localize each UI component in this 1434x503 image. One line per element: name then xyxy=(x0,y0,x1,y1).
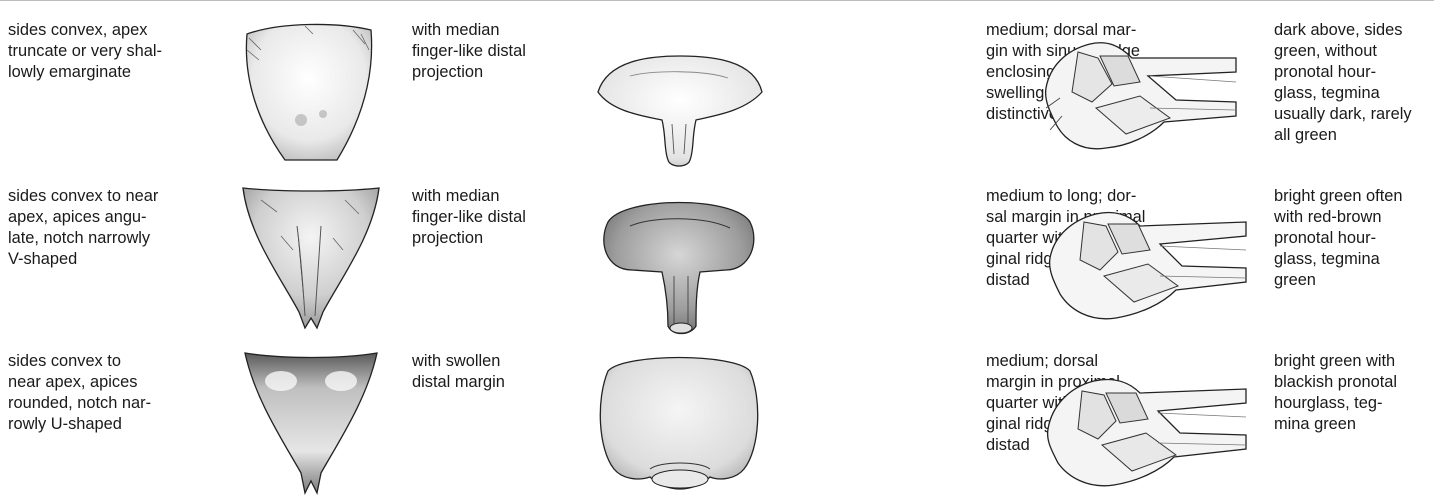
table-row: sides convex, apex truncate or very shal… xyxy=(0,12,1434,172)
projection-description: with median finger-like distal projectio… xyxy=(412,186,526,249)
body-illustration-dark xyxy=(1000,12,1238,172)
coloration-description: dark above, sides green, without pronota… xyxy=(1274,20,1412,146)
apex-description: sides convex to near apex, apices rounde… xyxy=(8,351,151,435)
apex-description: sides convex, apex truncate or very shal… xyxy=(8,20,162,83)
body-illustration-bright-green-black xyxy=(1010,343,1248,503)
table-row: sides convex to near apex, apices angu- … xyxy=(0,178,1434,338)
epiproct-illustration-mottled xyxy=(594,186,764,338)
coloration-description: bright green often with red-brown pronot… xyxy=(1274,186,1402,291)
coloration-description: bright green with blackish pronotal hour… xyxy=(1274,351,1397,435)
subgenital-plate-illustration-truncate xyxy=(241,20,381,166)
epiproct-illustration-swollen xyxy=(594,351,764,503)
body-illustration-bright-green-red xyxy=(1010,178,1248,338)
table-row: sides convex to near apex, apices rounde… xyxy=(0,343,1434,503)
projection-description: with swollen distal margin xyxy=(412,351,505,393)
apex-description: sides convex to near apex, apices angu- … xyxy=(8,186,158,270)
subgenital-plate-illustration-u-notch xyxy=(241,351,381,497)
top-rule xyxy=(0,0,1434,1)
epiproct-illustration-finger xyxy=(594,20,764,172)
subgenital-plate-illustration-v-notch xyxy=(241,186,381,332)
projection-description: with median finger-like distal projectio… xyxy=(412,20,526,83)
